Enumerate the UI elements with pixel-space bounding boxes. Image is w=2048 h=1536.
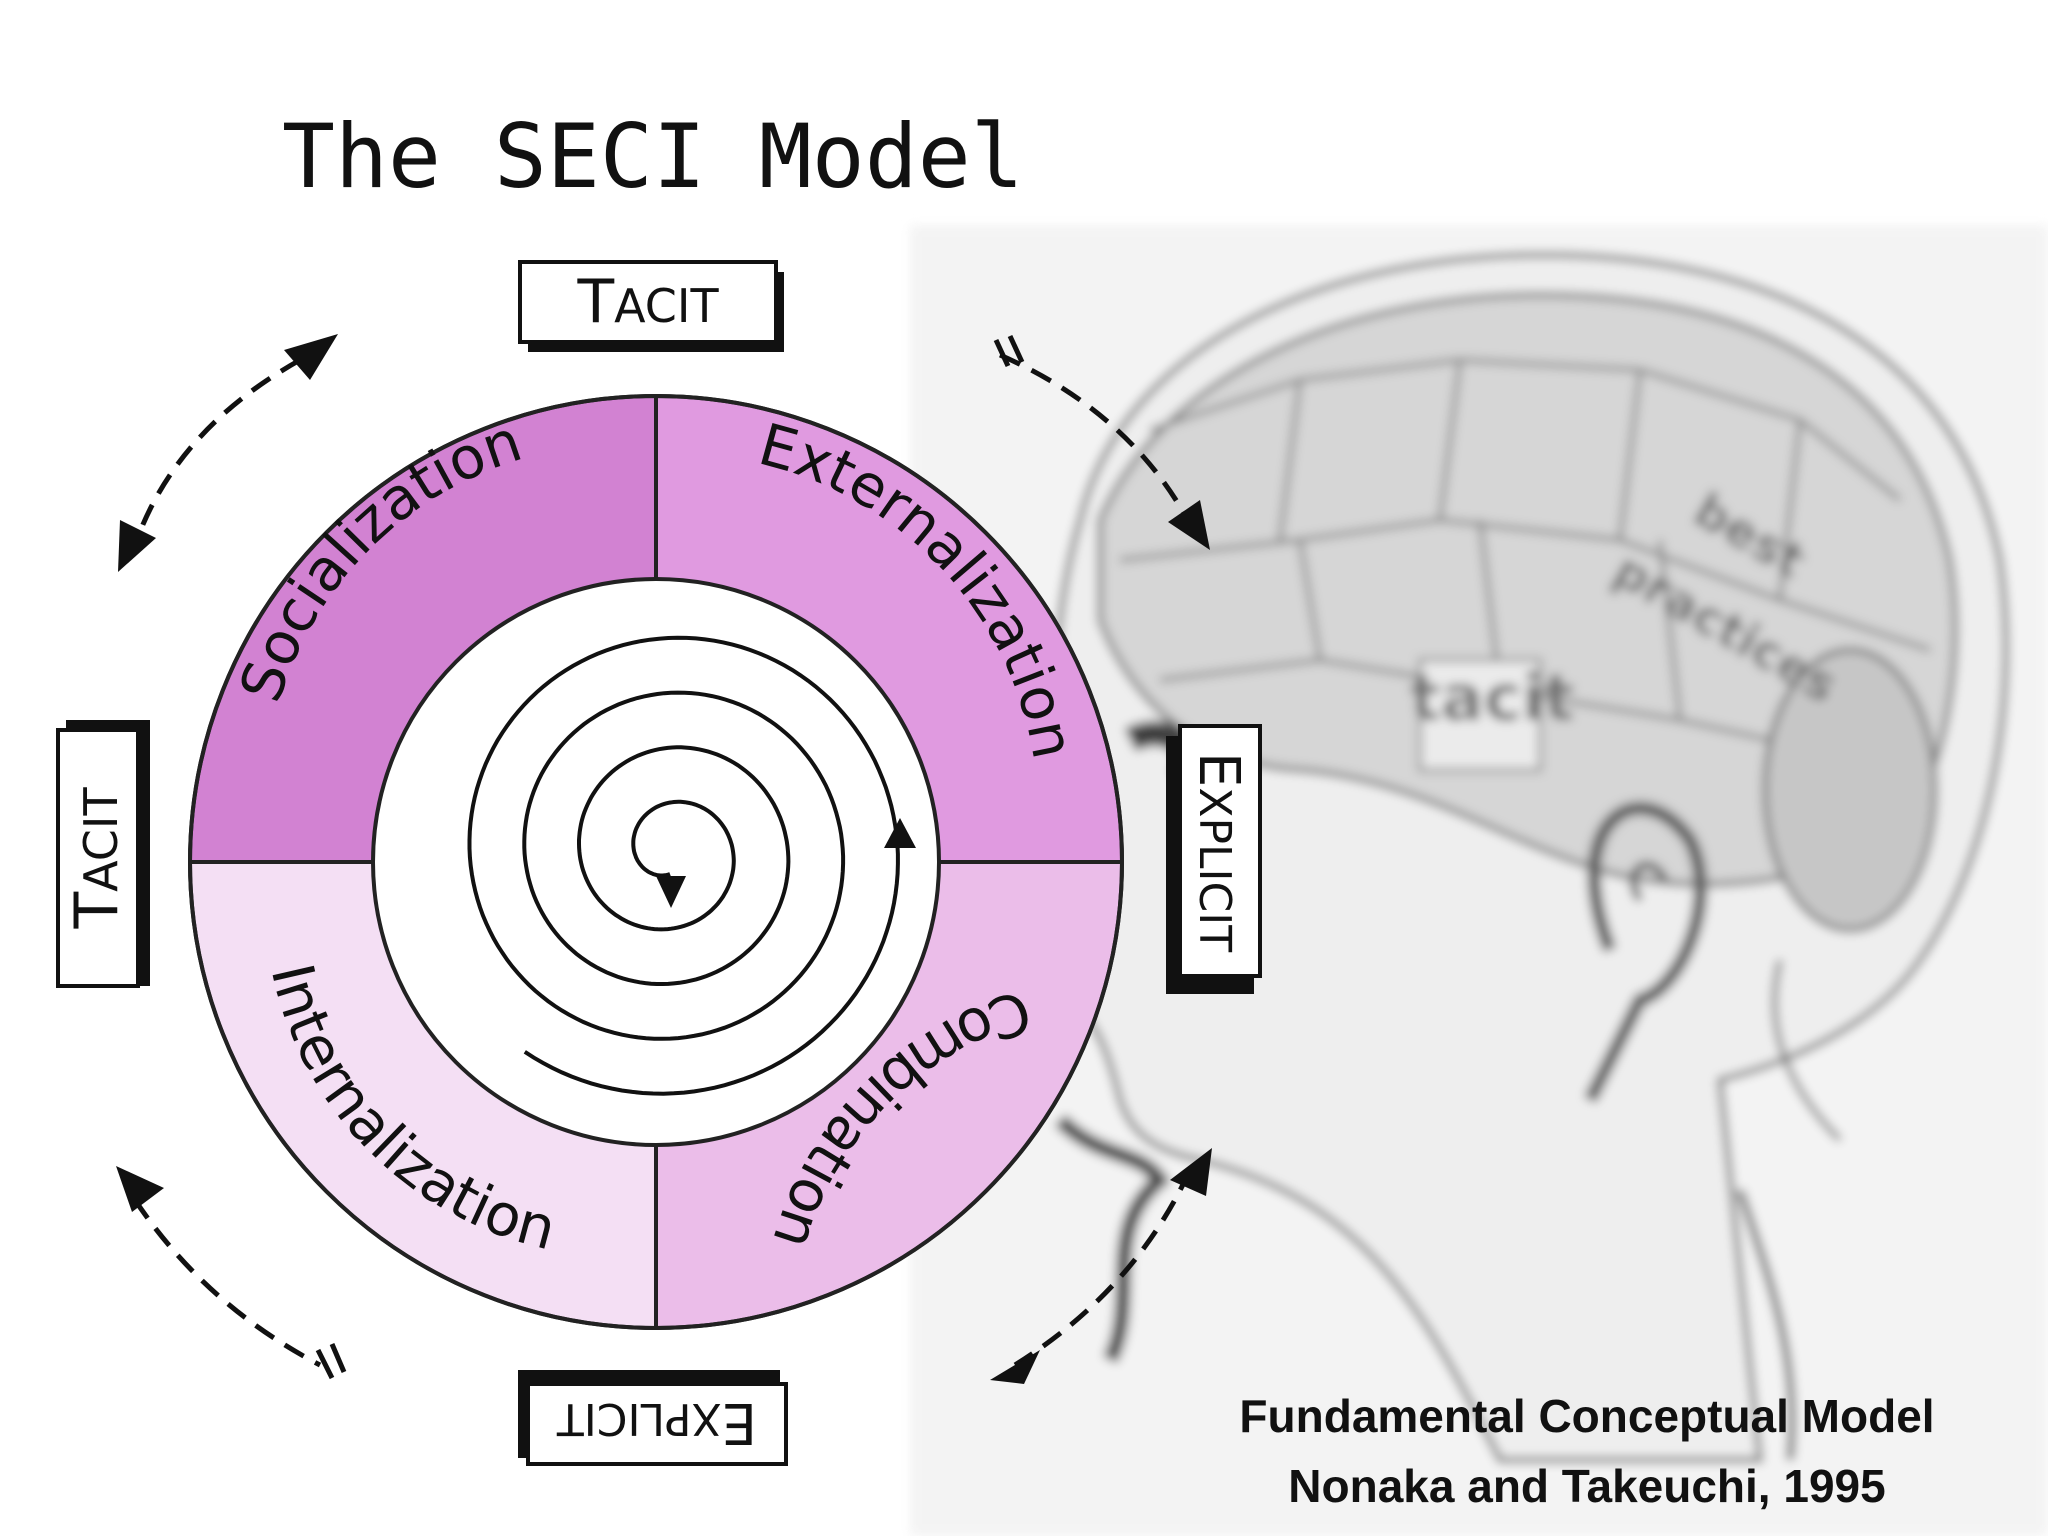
svg-text:TACIT: TACIT xyxy=(62,787,132,930)
arrow-bottom-right xyxy=(1013,1168,1193,1368)
brain-text-tacit: tacit xyxy=(1410,662,1574,736)
knowledge-spiral xyxy=(467,635,916,1096)
brain-illustration: tacit best practices xyxy=(910,225,2048,1536)
spiral-outer-arrowhead xyxy=(884,818,916,848)
arrow-tails xyxy=(315,334,1025,1380)
explicit-bottom-box: EXPLICIT xyxy=(518,1370,788,1466)
explicit-right-box: EXPLICIT xyxy=(1166,724,1262,994)
arrow-heads xyxy=(116,334,1212,1384)
svg-text:TACIT: TACIT xyxy=(576,267,719,337)
spiral-center-arrowhead xyxy=(656,876,686,908)
caption-line-1: Fundamental Conceptual Model xyxy=(1239,1390,1934,1442)
arrow-bottom-left xyxy=(132,1198,322,1368)
slide-title: The SECI Model xyxy=(282,105,1024,208)
tacit-top-box: TACIT xyxy=(518,260,784,352)
inner-spiral-disc xyxy=(371,577,941,1147)
svg-text:EXPLICIT: EXPLICIT xyxy=(1186,752,1251,952)
dashed-arrows xyxy=(132,352,1193,1368)
caption-line-2: Nonaka and Takeuchi, 1995 xyxy=(1288,1460,1885,1512)
seci-wheel xyxy=(187,393,1125,1331)
arrow-top-left xyxy=(132,357,302,546)
arrow-top-right xyxy=(998,352,1188,517)
tacit-left-box: TACIT xyxy=(56,720,150,988)
svg-text:EXPLICIT: EXPLICIT xyxy=(557,1390,757,1455)
